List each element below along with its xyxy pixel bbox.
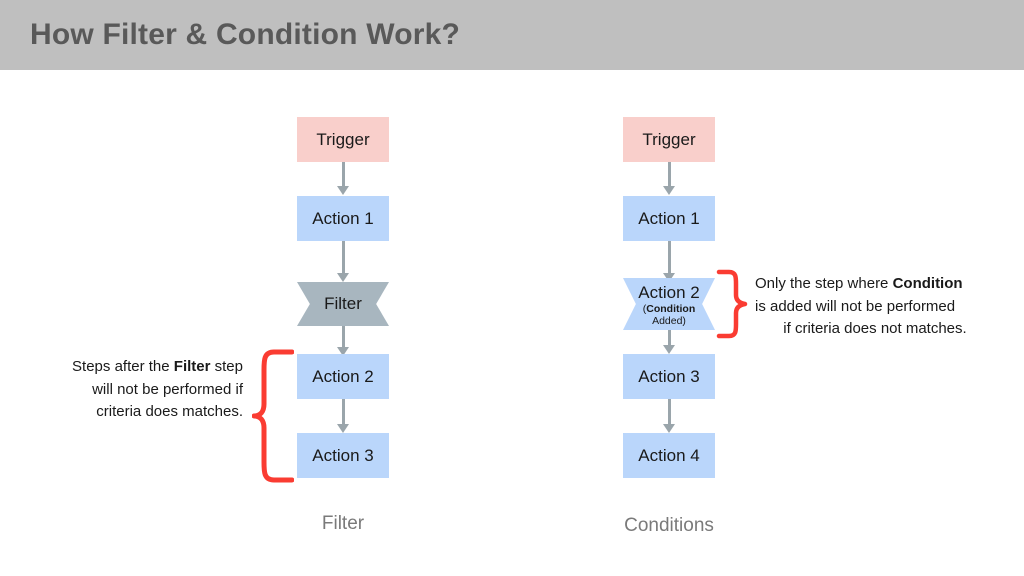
left-annotation: Steps after the Filter step will not be … — [38, 356, 243, 424]
left-node-action-1-label: Action 1 — [312, 208, 374, 228]
right-node-action-4[interactable]: Action 4 — [623, 433, 715, 478]
header-band — [0, 0, 1024, 70]
right-annotation: Only the step where Condition is added w… — [755, 273, 995, 341]
right-node-action-2-label: Action 2 — [638, 283, 700, 303]
right-node-action-2-condition[interactable]: Action 2 (Condition Added) — [623, 278, 715, 330]
right-node-trigger-label: Trigger — [642, 129, 696, 149]
left-annotation-line-3: criteria does matches. — [96, 403, 243, 420]
left-node-action-3[interactable]: Action 3 — [297, 433, 389, 478]
sublabel-bold: Condition — [646, 302, 696, 315]
diagram-canvas: Trigger Action 1 Filter Action 2 Action … — [0, 70, 1024, 576]
arrow-shaft — [341, 399, 345, 425]
left-flow-caption: Filter — [321, 513, 365, 534]
right-arrow-1 — [661, 162, 677, 195]
left-arrow-4 — [335, 399, 351, 433]
left-annotation-line-1-bold: Filter — [173, 358, 211, 375]
left-node-action-2[interactable]: Action 2 — [297, 354, 389, 399]
right-arrow-3 — [661, 330, 677, 354]
right-annotation-line-1: Only the step where Condition — [755, 273, 995, 296]
right-arrow-4 — [661, 399, 677, 433]
left-node-action-3-label: Action 3 — [312, 445, 374, 465]
left-node-action-2-label: Action 2 — [312, 366, 374, 386]
left-node-filter[interactable]: Filter — [297, 282, 389, 326]
right-annotation-line-1-bold: Condition — [892, 275, 963, 292]
sublabel-open-paren: ( — [642, 302, 647, 315]
right-node-action-1-label: Action 1 — [638, 208, 700, 228]
right-node-action-4-label: Action 4 — [638, 445, 700, 465]
arrow-shaft — [667, 330, 671, 346]
right-arrow-2 — [661, 241, 677, 282]
right-node-action-1[interactable]: Action 1 — [623, 196, 715, 241]
left-annotation-line-2: will not be performed if — [92, 380, 243, 398]
right-node-action-3[interactable]: Action 3 — [623, 354, 715, 399]
right-annotation-line-1-pre: Only the step where — [755, 275, 893, 292]
left-annotation-line-1-pre: Steps after the — [72, 358, 174, 375]
arrow-head-icon — [663, 424, 675, 433]
page-title: How Filter & Condition Work? — [30, 18, 461, 51]
arrow-head-icon — [337, 186, 349, 195]
right-node-action-3-label: Action 3 — [638, 366, 700, 386]
arrow-head-icon — [663, 273, 675, 282]
arrow-head-icon — [663, 345, 675, 354]
arrow-shaft — [667, 399, 671, 425]
arrow-shaft — [667, 241, 671, 274]
arrow-shaft — [341, 326, 345, 348]
left-node-trigger[interactable]: Trigger — [297, 117, 389, 162]
left-annotation-line-1: Steps after the Filter step — [38, 356, 243, 379]
arrow-shaft — [341, 241, 345, 274]
right-annotation-line-2: is added will not be performed — [755, 297, 956, 315]
right-node-action-2-sublabel: (Condition Added) — [643, 303, 695, 327]
left-arrow-2 — [335, 241, 351, 282]
left-brace-icon — [252, 349, 294, 483]
left-node-trigger-label: Trigger — [316, 129, 370, 149]
arrow-head-icon — [663, 186, 675, 195]
right-annotation-line-3: if criteria does not matches. — [783, 320, 967, 337]
left-node-filter-label: Filter — [324, 294, 362, 314]
arrow-shaft — [341, 162, 345, 187]
arrow-head-icon — [337, 347, 349, 356]
arrow-head-icon — [337, 424, 349, 433]
right-node-trigger[interactable]: Trigger — [623, 117, 715, 162]
left-annotation-line-1-post: step — [210, 358, 243, 375]
right-brace-icon — [716, 269, 748, 339]
left-arrow-1 — [335, 162, 351, 195]
sublabel-line-2: Added) — [652, 314, 686, 327]
arrow-shaft — [667, 162, 671, 187]
arrow-head-icon — [337, 273, 349, 282]
right-flow-caption: Conditions — [624, 515, 714, 536]
left-arrow-3 — [335, 326, 351, 356]
left-node-action-1[interactable]: Action 1 — [297, 196, 389, 241]
